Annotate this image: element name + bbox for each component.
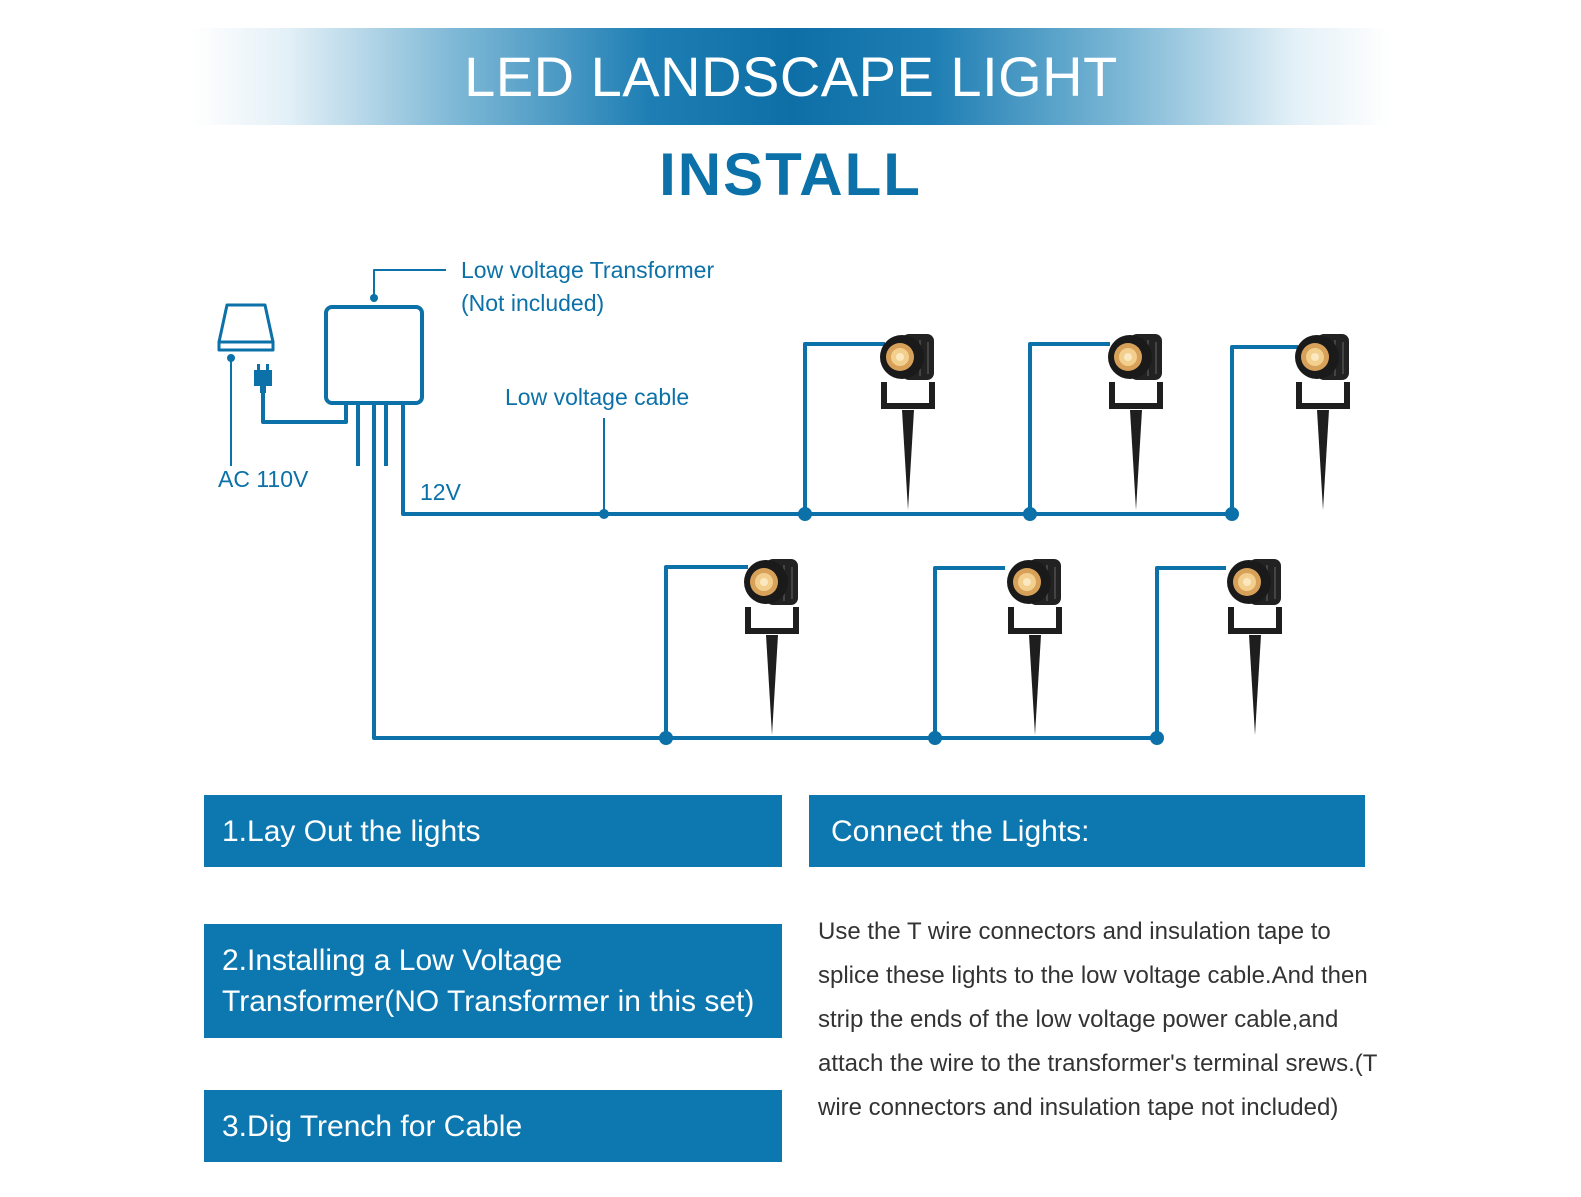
page-title: LED LANDSCAPE LIGHT	[464, 45, 1118, 108]
step-1-box: 1.Lay Out the lights	[204, 795, 782, 867]
step-2-label: 2.Installing a Low Voltage Transformer(N…	[222, 944, 755, 1018]
connect-title: Connect the Lights:	[831, 814, 1090, 848]
step-3-label: 3.Dig Trench for Cable	[222, 1109, 523, 1143]
step-3-box: 3.Dig Trench for Cable	[204, 1090, 782, 1162]
connect-header: Connect the Lights:	[809, 795, 1365, 867]
cable-label: Low voltage cable	[505, 384, 690, 410]
transformer-label: Low voltage Transformer	[461, 257, 715, 283]
ac-label: AC 110V	[218, 466, 309, 492]
step-1-label: 1.Lay Out the lights	[222, 814, 481, 848]
transformer-note: (Not included)	[461, 290, 605, 316]
spotlight-6	[1227, 559, 1281, 735]
dc-label: 12V	[420, 479, 461, 505]
spotlight-1	[880, 334, 934, 510]
step-2-box: 2.Installing a Low Voltage Transformer(N…	[204, 924, 782, 1038]
spotlight-5	[1007, 559, 1061, 735]
section-heading: INSTALL	[659, 141, 922, 208]
spotlight-2	[1108, 334, 1162, 510]
spotlight-3	[1295, 334, 1349, 510]
spotlight-4	[744, 559, 798, 735]
title-banner	[192, 28, 1390, 125]
connect-description: Use the T wire connectors and insulation…	[818, 918, 1377, 1121]
